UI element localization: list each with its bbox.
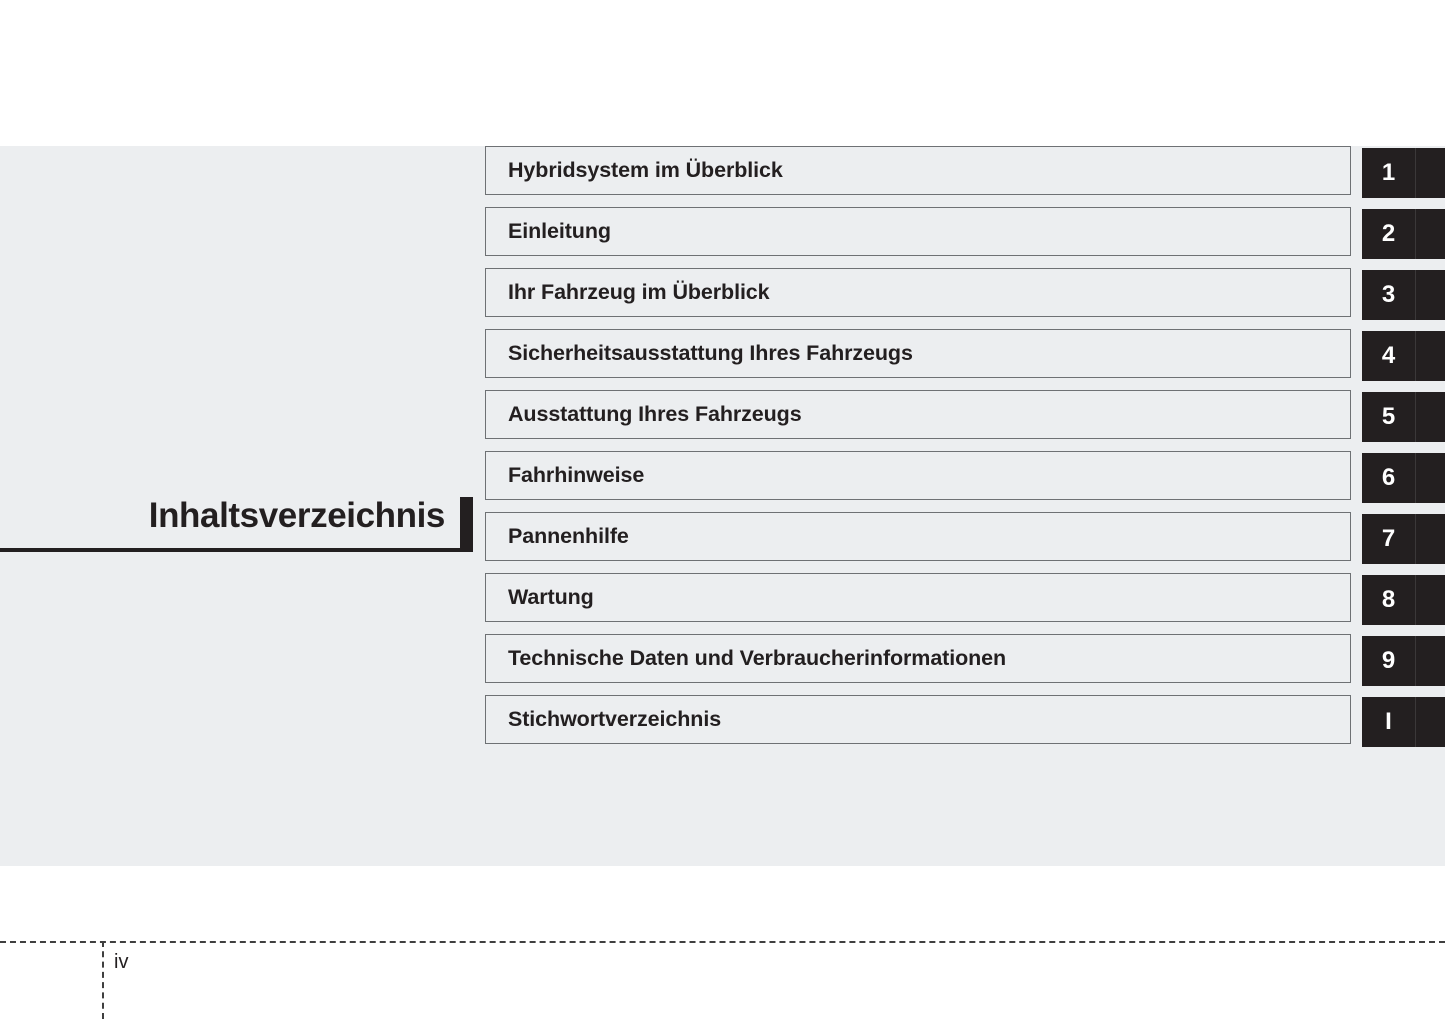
toc-row-label: Ihr Fahrzeug im Überblick — [508, 280, 770, 304]
toc-row[interactable]: Hybridsystem im Überblick — [485, 146, 1351, 195]
chapter-tab-number: 4 — [1381, 342, 1396, 369]
tab-divider-line — [1415, 148, 1416, 198]
chapter-tab-number: 1 — [1381, 159, 1396, 186]
toc-row[interactable]: Ihr Fahrzeug im Überblick — [485, 268, 1351, 317]
tab-divider-line — [1415, 514, 1416, 564]
chapter-tab[interactable]: 9 — [1362, 636, 1445, 686]
footer-horizontal-crop-line — [0, 941, 1445, 943]
footer-vertical-crop-line — [102, 941, 104, 1019]
toc-row[interactable]: Fahrhinweise — [485, 451, 1351, 500]
chapter-tab[interactable]: 6 — [1362, 453, 1445, 503]
toc-row[interactable]: Wartung — [485, 573, 1351, 622]
tab-divider-line — [1415, 331, 1416, 381]
title-underline-rule — [0, 548, 473, 552]
toc-row-label: Sicherheitsausstattung Ihres Fahrzeugs — [508, 341, 913, 365]
tab-divider-line — [1415, 636, 1416, 686]
toc-row-label: Fahrhinweise — [508, 463, 645, 487]
chapter-tab-number: 7 — [1381, 525, 1396, 552]
chapter-tab[interactable]: I — [1362, 697, 1445, 747]
tab-divider-line — [1415, 209, 1416, 259]
page-title: Inhaltsverzeichnis — [148, 496, 446, 535]
chapter-tab-number: 6 — [1381, 464, 1396, 491]
page-number: iv — [114, 951, 129, 973]
tab-divider-line — [1415, 270, 1416, 320]
page-title-block: Inhaltsverzeichnis — [0, 490, 473, 554]
chapter-tab[interactable]: 1 — [1362, 148, 1445, 198]
chapter-tab[interactable]: 7 — [1362, 514, 1445, 564]
title-accent-bar — [460, 497, 473, 550]
toc-row-label: Technische Daten und Verbraucherinformat… — [508, 646, 1007, 670]
chapter-tab-number: 8 — [1381, 586, 1396, 613]
toc-row-label: Wartung — [508, 585, 594, 609]
toc-row-label: Pannenhilfe — [508, 524, 629, 548]
toc-row[interactable]: Pannenhilfe — [485, 512, 1351, 561]
toc-row-label: Hybridsystem im Überblick — [508, 158, 783, 182]
tab-divider-line — [1415, 697, 1416, 747]
page-background-panel — [0, 146, 1445, 866]
tab-divider-line — [1415, 392, 1416, 442]
tab-divider-line — [1415, 575, 1416, 625]
chapter-tab-number: 2 — [1381, 220, 1396, 247]
chapter-tab[interactable]: 8 — [1362, 575, 1445, 625]
toc-row-label: Einleitung — [508, 219, 611, 243]
toc-row[interactable]: Stichwortverzeichnis — [485, 695, 1351, 744]
toc-row[interactable]: Ausstattung Ihres Fahrzeugs — [485, 390, 1351, 439]
toc-row[interactable]: Sicherheitsausstattung Ihres Fahrzeugs — [485, 329, 1351, 378]
tab-divider-line — [1415, 453, 1416, 503]
toc-row[interactable]: Technische Daten und Verbraucherinformat… — [485, 634, 1351, 683]
chapter-tab[interactable]: 4 — [1362, 331, 1445, 381]
chapter-tab-number: I — [1385, 708, 1392, 735]
chapter-tab-number: 5 — [1381, 403, 1396, 430]
chapter-tab-number: 3 — [1381, 281, 1396, 308]
toc-row-label: Ausstattung Ihres Fahrzeugs — [508, 402, 802, 426]
chapter-tab-number: 9 — [1381, 647, 1396, 674]
toc-row[interactable]: Einleitung — [485, 207, 1351, 256]
chapter-tab[interactable]: 2 — [1362, 209, 1445, 259]
chapter-tab[interactable]: 3 — [1362, 270, 1445, 320]
toc-row-label: Stichwortverzeichnis — [508, 707, 722, 731]
chapter-tab[interactable]: 5 — [1362, 392, 1445, 442]
